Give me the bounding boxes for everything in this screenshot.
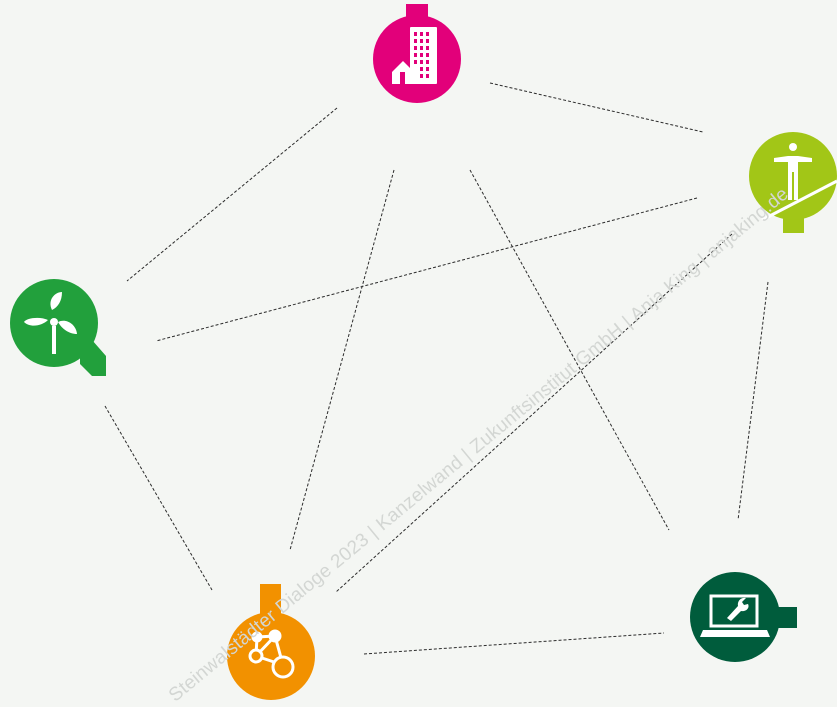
wind-turbine-icon [24,292,77,354]
node-network [227,584,315,700]
link-balance-energy [155,197,698,342]
node-balance [749,132,837,233]
link-urban-network [289,169,395,551]
link-network-digital [363,632,665,655]
person-balancing-icon [761,143,837,222]
laptop-wrench-icon [700,594,770,637]
link-urban-balance [489,82,704,133]
node-network-circle [227,612,315,700]
link-urban-digital [469,169,670,531]
city-buildings-icon [392,27,437,84]
link-balance-digital [737,281,769,521]
link-balance-network [335,233,733,593]
node-digital [690,572,797,662]
network-nodes-icon [248,629,295,679]
link-urban-energy [126,107,338,282]
link-energy-network [104,405,213,591]
node-balance-circle [749,132,837,220]
connections [104,82,769,655]
node-energy [10,279,106,376]
node-network-stem [260,584,281,614]
node-urban [373,4,461,103]
